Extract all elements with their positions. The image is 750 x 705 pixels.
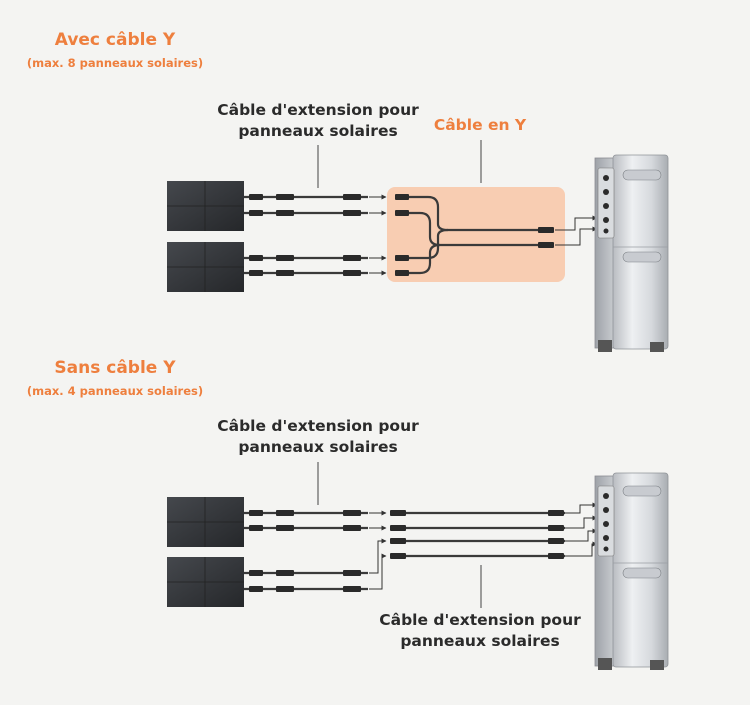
top-section-title: Avec câble Y	[54, 30, 176, 50]
top-extension-label: Câble d'extension pour panneaux solaires	[188, 100, 448, 142]
solar-panel-top-1	[167, 181, 244, 231]
extension-cables-top	[244, 195, 368, 275]
solar-panel-bottom-2	[167, 557, 244, 607]
long-cable-plugs-bottom	[390, 510, 564, 559]
long-extension-cables-bottom	[395, 511, 565, 558]
y-cable-plugs	[395, 194, 554, 276]
bottom-extension-label: Câble d'extension pour panneaux solaires	[188, 416, 448, 458]
power-station-unit-top	[594, 154, 669, 352]
extension-cables-bottom	[244, 511, 368, 591]
solar-panel-top-2	[167, 242, 244, 292]
bottom-section-subtitle: (max. 4 panneaux solaires)	[26, 384, 204, 398]
y-cable-highlight-box	[387, 187, 565, 282]
bottom-extension-label-2: Câble d'extension pour panneaux solaires	[350, 610, 610, 652]
bottom-section-title: Sans câble Y	[54, 358, 176, 378]
top-section-subtitle: (max. 8 panneaux solaires)	[26, 56, 204, 70]
top-extension-label-line1: Câble d'extension pour	[217, 101, 419, 119]
arrows-top	[369, 194, 387, 276]
connector-plugs-bottom	[249, 510, 361, 592]
bottom-extension-label-line2: panneaux solaires	[238, 438, 398, 456]
leads-to-unit-bottom	[565, 502, 598, 557]
y-cables	[405, 195, 538, 275]
bottom-extension-label-2-line1: Câble d'extension pour	[379, 611, 581, 629]
bottom-extension-label-line1: Câble d'extension pour	[217, 417, 419, 435]
power-station-unit-bottom	[594, 472, 669, 670]
solar-panel-bottom-1	[167, 497, 244, 547]
y-cable-label: Câble en Y	[433, 116, 527, 134]
leads-to-unit-top	[555, 215, 598, 246]
top-extension-label-line2: panneaux solaires	[238, 122, 398, 140]
connector-plugs-top	[249, 194, 361, 276]
arrows-bottom-in	[369, 510, 387, 590]
bottom-extension-label-2-line2: panneaux solaires	[400, 632, 560, 650]
